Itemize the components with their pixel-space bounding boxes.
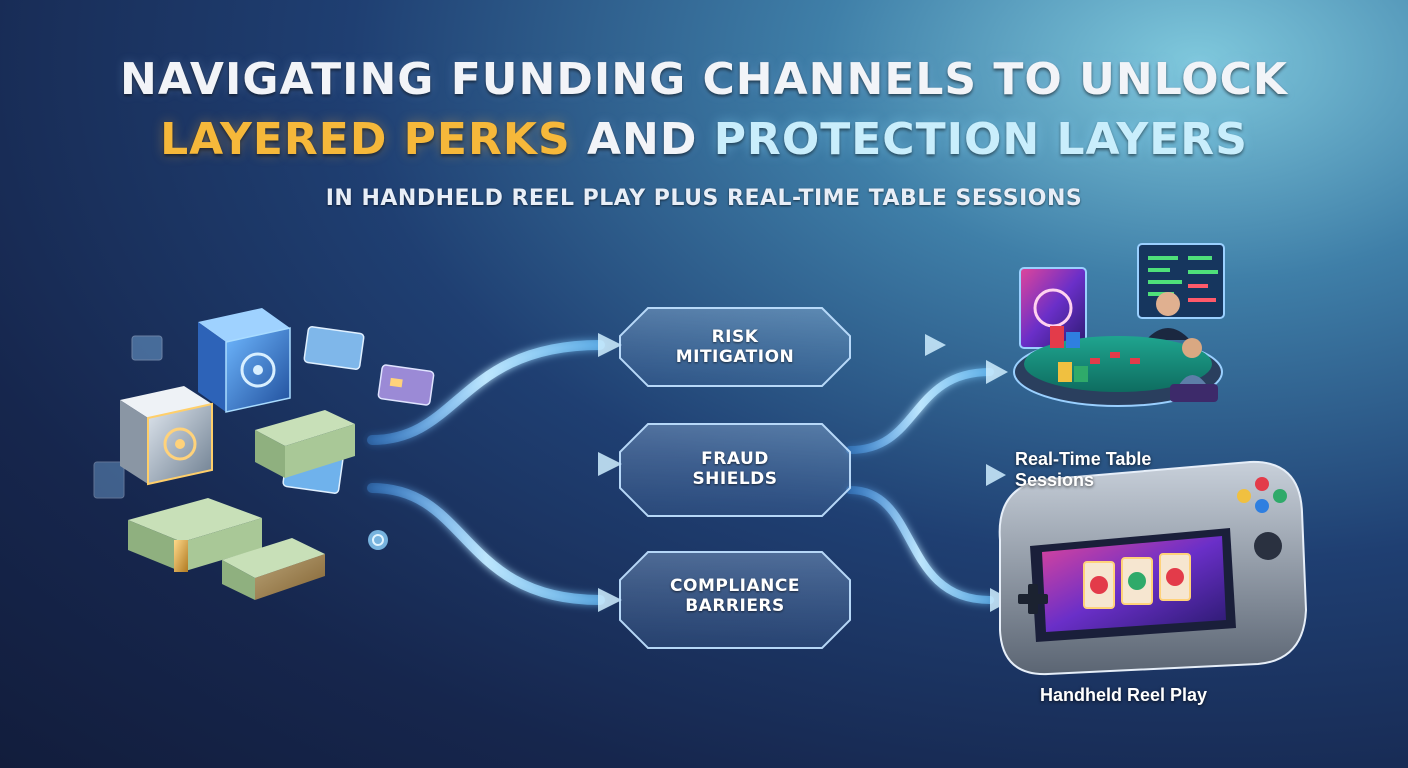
coin-icon [368,530,388,550]
arrow-to-table [986,360,1008,384]
slot-reels [1083,553,1191,609]
gold-vault-icon [120,386,213,486]
flow-lines [367,340,999,605]
handheld-console-icon [998,460,1308,676]
layer-label-line: MITIGATION [675,347,795,367]
layer-box-risk [619,307,851,387]
layer-label-line: BARRIERS [685,596,785,616]
destination-label-line: Sessions [1015,470,1095,490]
funding-sources [93,308,435,600]
page-subtitle: IN HANDHELD REEL PLAY PLUS REAL-TIME TAB… [325,186,1083,211]
dpad-icon [1018,584,1048,614]
safe-vault-icon [198,308,291,413]
layer-label-risk: RISK MITIGATION [620,327,850,367]
arrow-risk-out [925,334,946,356]
arrowheads [598,333,1012,612]
arrow-risk [598,333,622,357]
destination-label-line: Real-Time Table [1015,449,1152,469]
flow-fraud-to-handheld [846,486,994,604]
destination-label-handheld: Handheld Reel Play [1040,685,1208,705]
dealer-avatar [1156,292,1180,316]
floating-card-icon [131,335,163,361]
player-avatar [1182,338,1202,358]
arrow-compliance [598,588,622,612]
title-highlight-protection: PROTECTION LAYERS [713,114,1248,165]
cash-stack-icon [128,410,355,600]
page-title-line-1: NAVIGATING FUNDING CHANNELS TO UNLOCK [120,54,1288,105]
arrow-fraud [598,452,622,476]
title-highlight-perks: LAYERED PERKS [160,114,571,165]
flow-to-compliance [367,483,605,605]
layer-label-fraud: FRAUD SHIELDS [620,449,850,489]
layer-label-line: FRAUD [701,449,769,469]
layer-box-compliance [619,551,851,649]
floating-card-icon [93,461,125,499]
layer-label-line: SHIELDS [692,469,778,489]
header: NAVIGATING FUNDING CHANNELS TO UNLOCK LA… [0,52,1408,211]
page-title-line-2: LAYERED PERKS AND PROTECTION LAYERS [0,112,1408,168]
flow-to-risk [367,340,605,445]
layer-label-line: COMPLIANCE [670,576,800,596]
live-dealer-table-icon [1013,243,1225,407]
arrow-fraud-out [986,464,1006,486]
layer-box-fraud [619,423,851,517]
action-buttons-icon [1237,477,1287,560]
layer-label-line: RISK [711,327,759,347]
chip-stack-icon [1050,326,1088,382]
flow-fraud-to-table [846,368,994,454]
layer-label-compliance: COMPLIANCE BARRIERS [620,576,850,616]
destination-label-table: Real-Time Table Sessions [1015,449,1151,491]
title-connector: AND [570,114,714,165]
